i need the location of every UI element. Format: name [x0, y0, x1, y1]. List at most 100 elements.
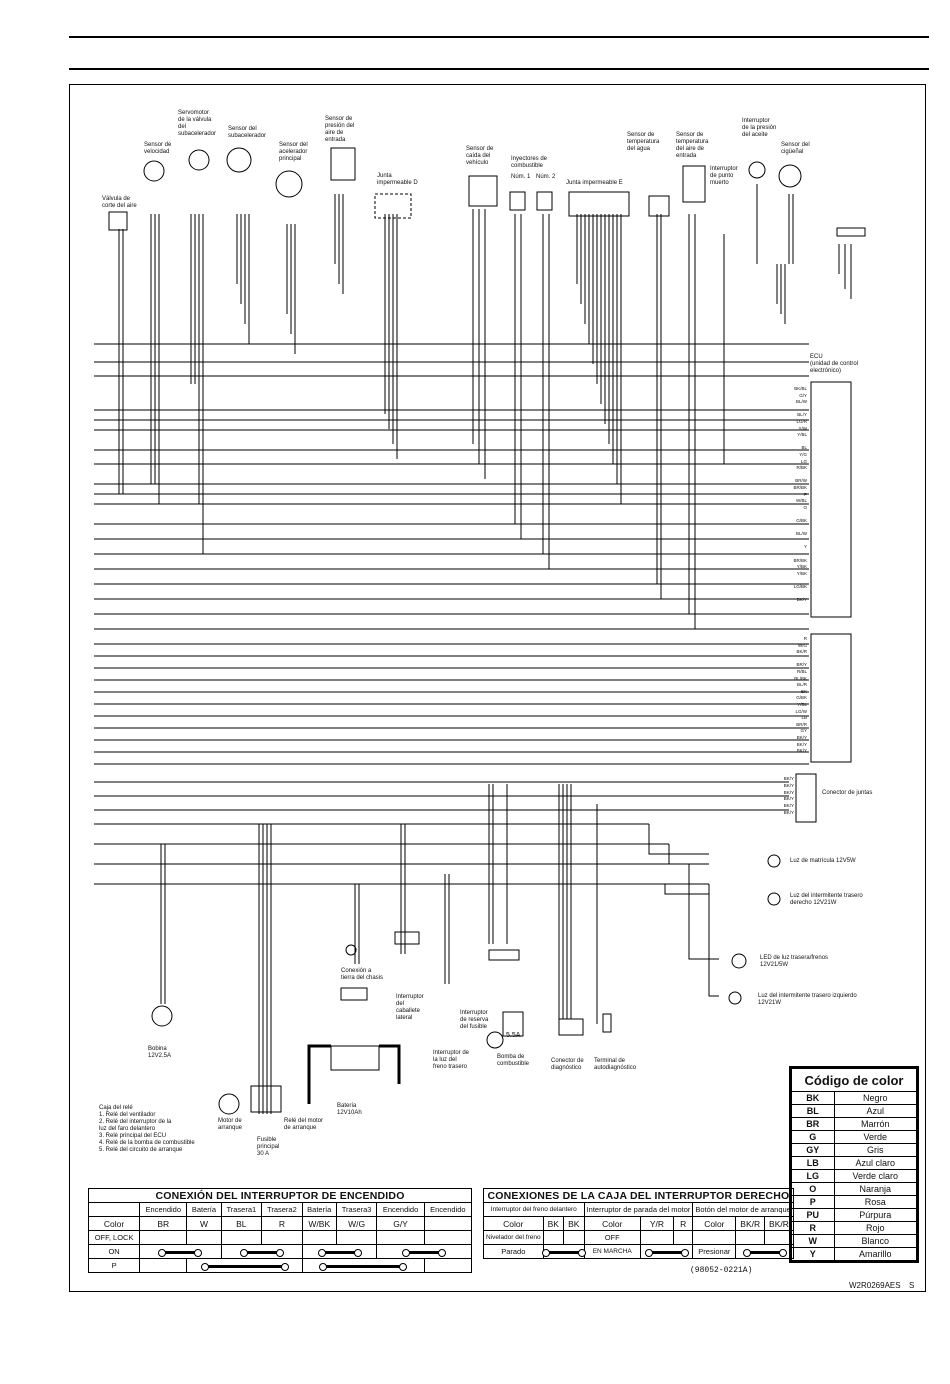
- subthrottle-sensor-label: Sensor del subacelerador: [228, 126, 267, 139]
- color-code-abbrev: BR: [791, 1117, 835, 1131]
- ecu-pin-label: Y/W: [798, 425, 808, 431]
- ecu-pin-label: BK/BL: [794, 386, 807, 391]
- ecu-pin-label: R/BL: [796, 669, 807, 674]
- ecu-pin-label: Y/BL: [797, 432, 807, 438]
- speed-sensor-label: Sensor de velocidad: [144, 142, 172, 155]
- valve-air-cutoff-label: Válvula de corte del aire: [102, 196, 137, 209]
- color-label: Color: [583, 1216, 641, 1231]
- fuel-pump-label: Bomba de combustible: [497, 1054, 530, 1067]
- stopped-row: Parado: [483, 1244, 544, 1259]
- ecu-pin-label: BK/Y: [796, 741, 807, 747]
- relay-box-label: Caja del relé 1. Relé del ventilador 2. …: [99, 1105, 195, 1153]
- second-rule: [69, 68, 929, 70]
- reference-code: W2R0269AES: [849, 1281, 901, 1290]
- ecu-pin-label: BL/R: [796, 682, 807, 688]
- injectors-label: Inyectores de combustible: [511, 156, 548, 169]
- color-code-name: Negro: [833, 1091, 917, 1105]
- ecu-pin-label: BK/Y: [796, 748, 807, 754]
- ignition-color-label: Color: [87, 1216, 141, 1231]
- ecu-pin-label: BL/W: [795, 531, 807, 537]
- color-code-name: Azul: [833, 1104, 917, 1118]
- ecu-pin-label: W/BL: [795, 498, 807, 504]
- ecu-pin-label: BL/Y: [797, 412, 807, 418]
- ecu-pin-label: Y/BK: [796, 570, 807, 576]
- stop-off-state: OFF: [583, 1230, 641, 1245]
- water-temp-sensor-label: Sensor de temperatura del agua: [627, 132, 660, 152]
- color-code-title: Código de color: [791, 1068, 917, 1092]
- ecu-pin-label: Y/G: [799, 452, 807, 457]
- connection-bar: [317, 1248, 362, 1257]
- engine-stop-switch-header: Interruptor de parada del motor: [583, 1202, 694, 1217]
- ecu-pin-label: G/Y: [799, 392, 807, 398]
- ignition-row-off: OFF, LOCK: [87, 1230, 141, 1245]
- battery-label: Batería 12V10Ah: [337, 1103, 362, 1116]
- right-switch-table: CONEXIONES DE LA CAJA DEL INTERRUPTOR DE…: [483, 1188, 794, 1259]
- starter-button-header: Botón del motor de arranque: [692, 1202, 794, 1217]
- color-label: Color: [692, 1216, 737, 1231]
- ecu-pin-label: BK/Y: [796, 597, 807, 603]
- joint-pin-label: BK/Y: [783, 796, 794, 802]
- ecu-pin-label: BK: [800, 688, 807, 694]
- color-cell: BK: [563, 1216, 585, 1231]
- neutral-switch-label: Interruptor de punto muerto: [710, 166, 738, 186]
- ignition-terminal-header: Encendido: [423, 1202, 473, 1217]
- ecu-pin-label: P: [803, 491, 807, 497]
- ecu-pin-label: G/BK: [796, 695, 807, 701]
- top-rule: [69, 36, 929, 38]
- color-code-abbrev: R: [791, 1221, 835, 1235]
- wiring-lines: [94, 147, 866, 1115]
- ignition-switch-table: CONEXIÓN DEL INTERRUPTOR DE ENCENDIDO En…: [87, 1188, 473, 1273]
- part-code: (98052-0221A): [690, 1266, 753, 1275]
- ignition-coil-label: Bobina 12V2.5A: [148, 1046, 172, 1059]
- color-code-abbrev: O: [791, 1182, 835, 1196]
- joint-pin-label: BK/Y: [783, 810, 794, 815]
- connection-bar: [239, 1248, 284, 1257]
- ignition-row-on: ON: [87, 1244, 141, 1259]
- ecu-pin-label: Y: [803, 544, 807, 550]
- front-brake-switch-header: Interruptor del freno delantero: [483, 1202, 585, 1217]
- ignition-wire-color: W/G: [335, 1216, 378, 1231]
- tail-brake-led-label: LED de luz trasera/frenos 12V21/5W: [760, 955, 829, 968]
- servomotor-label: Servomotor de la válvula del subacelerad…: [178, 110, 217, 137]
- ignition-terminal-header: Trasera1: [220, 1202, 263, 1217]
- color-code-abbrev: PU: [791, 1208, 835, 1222]
- ecu-pin-label: BR/R: [796, 721, 807, 727]
- rear-brake-switch-label: Interruptor de la luz del freno trasero: [433, 1050, 470, 1070]
- starter-relay-label: Relé del motor de arranque: [284, 1118, 324, 1131]
- color-code-name: Naranja: [833, 1182, 917, 1196]
- color-code-abbrev: LB: [791, 1156, 835, 1170]
- side-stand-switch-label: Interruptor del caballete lateral: [396, 994, 424, 1021]
- throttle-sensor-label: Sensor del acelerador principal: [279, 142, 308, 162]
- joint-pin-label: BK/Y: [783, 776, 794, 781]
- color-code-name: Azul claro: [833, 1156, 917, 1170]
- color-code-abbrev: P: [791, 1195, 835, 1209]
- connection-bar: [742, 1248, 787, 1257]
- waterproof-joint-d-label: Junta impermeable D: [377, 173, 418, 186]
- color-code-abbrev: Y: [791, 1247, 835, 1261]
- intake-pressure-sensor-label: Sensor de presión del aire de entrada: [325, 116, 355, 143]
- ecu-pin-label: LG/W: [795, 708, 807, 714]
- ecu-pin-label: GY: [800, 728, 807, 734]
- ecu-pin-label: BK/R: [796, 649, 807, 655]
- start-press-state: Presionar: [692, 1244, 737, 1259]
- color-code-name: Verde: [833, 1130, 917, 1144]
- license-light-label: Luz de matrícula 12V5W: [790, 858, 856, 864]
- ignition-row-p: P: [87, 1258, 141, 1273]
- color-code-name: Blanco: [833, 1234, 917, 1248]
- color-code-abbrev: BL: [791, 1104, 835, 1118]
- joint-pin-label: BK/Y: [783, 803, 794, 809]
- crankshaft-sensor-label: Sensor del cigüeñal: [781, 142, 810, 155]
- ecu-pin-label: LB: [801, 715, 807, 721]
